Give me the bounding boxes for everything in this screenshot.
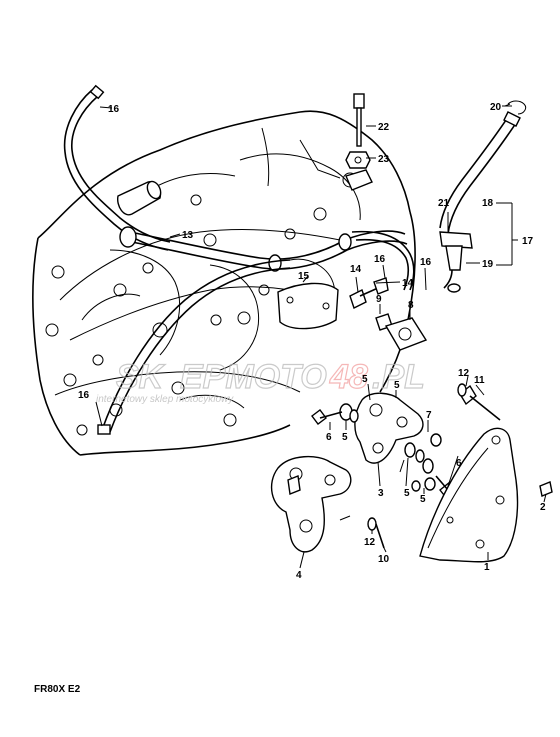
callout-9: 9 bbox=[376, 294, 382, 305]
watermark-brand-mid: EPMOTO bbox=[180, 358, 327, 396]
callout-5: 5 bbox=[404, 488, 410, 499]
callout-4: 4 bbox=[296, 570, 302, 581]
fitting-5-group bbox=[339, 403, 442, 492]
callout-5: 5 bbox=[362, 374, 368, 385]
callout-15: 15 bbox=[298, 271, 310, 282]
callout-16: 16 bbox=[374, 254, 386, 265]
callout-8: 8 bbox=[408, 300, 414, 311]
callout-12: 12 bbox=[458, 368, 470, 379]
guard-plate-1 bbox=[419, 427, 519, 563]
callout-21: 21 bbox=[438, 198, 450, 209]
callout-6: 6 bbox=[456, 458, 462, 469]
callout-16: 16 bbox=[108, 104, 120, 115]
callout-18: 18 bbox=[482, 198, 494, 209]
hose-16-lower bbox=[97, 259, 291, 435]
nut-23 bbox=[345, 151, 371, 169]
fitting-top bbox=[345, 169, 373, 191]
callout-14: 14 bbox=[402, 278, 414, 289]
washer-12a bbox=[457, 383, 467, 397]
bolt-10 bbox=[367, 517, 385, 549]
callout-16: 16 bbox=[78, 390, 90, 401]
callout-5: 5 bbox=[394, 380, 400, 391]
callout-1: 1 bbox=[484, 562, 490, 573]
hose-16-right bbox=[351, 230, 415, 291]
bolt-22 bbox=[353, 93, 365, 147]
engine-crankcase bbox=[32, 110, 416, 456]
hose-18 bbox=[439, 111, 521, 235]
callout-19: 19 bbox=[482, 259, 494, 270]
callout-6: 6 bbox=[326, 432, 332, 443]
callout-5: 5 bbox=[420, 494, 426, 505]
callout-14: 14 bbox=[350, 264, 362, 275]
screw-2 bbox=[539, 481, 553, 497]
watermark-brand-left: SK bbox=[116, 358, 166, 396]
clip-20 bbox=[502, 100, 527, 115]
callout-3: 3 bbox=[378, 488, 384, 499]
callout-5: 5 bbox=[342, 432, 348, 443]
callout-2: 2 bbox=[540, 502, 546, 513]
callout-12: 12 bbox=[364, 537, 376, 548]
hose-13 bbox=[119, 226, 408, 272]
valve-21 bbox=[439, 231, 473, 293]
callout-13: 13 bbox=[182, 230, 194, 241]
bracket-15 bbox=[277, 282, 339, 330]
callout-22: 22 bbox=[378, 122, 390, 133]
union-3 bbox=[354, 392, 424, 464]
callout-10: 10 bbox=[378, 554, 390, 565]
bolt-11 bbox=[459, 384, 501, 421]
watermark-tagline: internetowy sklep motocyklowy bbox=[96, 394, 234, 405]
union-4 bbox=[270, 455, 352, 553]
bolt-6a bbox=[311, 409, 343, 425]
callout-16: 16 bbox=[420, 257, 432, 268]
callout-7: 7 bbox=[426, 410, 432, 421]
watermark: SK EPMOTO 48 .PL internetowy sklep motoc… bbox=[96, 357, 426, 405]
diagram-caption: FR80X E2 bbox=[34, 684, 81, 695]
leader-lines bbox=[95, 103, 547, 569]
watermark-brand-tld: .PL bbox=[372, 358, 425, 396]
callout-11: 11 bbox=[474, 375, 485, 386]
callout-20: 20 bbox=[490, 102, 502, 113]
callouts: 16 22 23 20 21 18 17 19 13 15 14 16 16 1… bbox=[78, 102, 546, 581]
callout-23: 23 bbox=[378, 154, 390, 165]
gasket-8 bbox=[384, 317, 428, 351]
canister bbox=[117, 180, 162, 216]
watermark-brand-red: 48 bbox=[329, 358, 368, 396]
callout-17: 17 bbox=[522, 236, 534, 247]
